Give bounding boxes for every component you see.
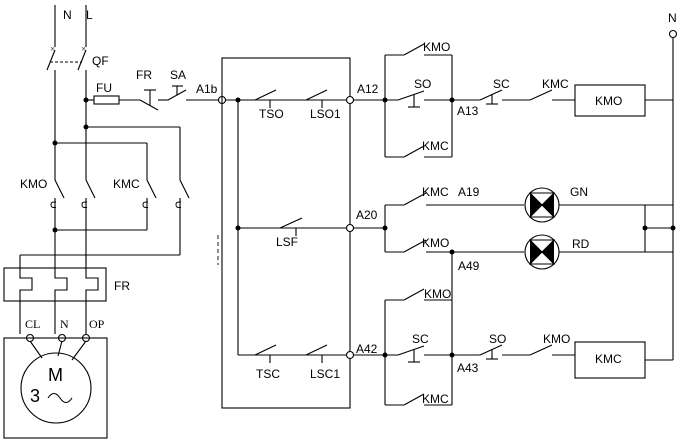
switch-lsf: LSF: [276, 235, 298, 249]
power-circuit: N L × × QF FU FR: [3, 5, 227, 439]
green-contact: KMC: [422, 185, 449, 199]
red-lamp-label: RD: [572, 237, 590, 251]
terminal-cl: CL: [25, 317, 40, 331]
svg-text:ᑕ: ᑕ: [175, 200, 182, 210]
green-lamp-label: GN: [570, 185, 588, 199]
kmc-main-contacts: KMC ᑕ ᑕ: [113, 175, 190, 255]
open-close-button: SC: [493, 77, 510, 91]
switch-tsc: TSC: [256, 367, 280, 381]
node-a1b: A1b: [196, 82, 218, 96]
kmc-coil-label: KMC: [595, 352, 622, 366]
thermal-relay-fr: FR: [3, 267, 130, 302]
fuse-icon: [93, 95, 120, 105]
motor-label: M: [48, 365, 63, 385]
open-hold-contact: KMO: [423, 40, 450, 54]
switch-tso: TSO: [259, 107, 284, 121]
supply-n-label: N: [63, 8, 72, 22]
node-a20: A20: [356, 208, 378, 222]
svg-text:ᑕ: ᑕ: [81, 200, 88, 210]
switch-lsc1: LSC1: [310, 367, 340, 381]
open-aux-contact: KMC: [422, 139, 449, 153]
stop-switch-sa: SA: [162, 68, 218, 101]
kmo-main-contacts: KMO ᑕ ᑕ: [20, 175, 96, 265]
node-a42: A42: [356, 342, 378, 356]
svg-text:×: ×: [81, 44, 86, 54]
red-contact: KMO: [422, 236, 449, 250]
breaker-qf: × × QF: [46, 44, 109, 100]
kmc-main-label: KMC: [113, 177, 140, 191]
close-hold-contact: KMC: [422, 392, 449, 406]
kmo-coil-label: KMO: [595, 94, 622, 108]
overload-contact-label: FR: [136, 68, 152, 82]
limit-switch-box: TSO LSO1 LSF TSC LSC1: [217, 57, 355, 409]
motor-icon: [20, 352, 92, 424]
green-lamp-icon: [524, 187, 560, 223]
fuse-label: FU: [96, 81, 112, 95]
control-circuit: A12 A20 A42 KMO SO A13 SC KMC KMO: [354, 11, 678, 406]
close-button: SC: [412, 332, 429, 346]
overload-contact: FR: [136, 68, 162, 111]
thermal-relay-label: FR: [114, 279, 130, 293]
ac-wave-icon: [47, 392, 73, 404]
close-aux-contact: KMO: [424, 287, 451, 301]
node-a19: A19: [458, 185, 480, 199]
right-neutral-label: N: [668, 11, 677, 25]
switch-lso1: LSO1: [310, 107, 341, 121]
red-lamp-icon: [524, 234, 560, 270]
supply-l-label: L: [86, 8, 93, 22]
open-interlock: KMC: [542, 77, 569, 91]
breaker-label: QF: [92, 54, 109, 68]
motor: CL N OP M 3: [3, 317, 108, 439]
node-a43: A43: [457, 361, 479, 375]
motor-phase: 3: [30, 386, 40, 406]
node-a13: A13: [457, 104, 479, 118]
node-a12: A12: [357, 82, 379, 96]
svg-text:ᑕ: ᑕ: [142, 200, 149, 210]
close-interlock: KMO: [543, 332, 570, 346]
terminal-op: OP: [89, 317, 105, 331]
terminal-n: N: [60, 317, 69, 331]
close-open-button: SO: [489, 332, 506, 346]
kmo-main-label: KMO: [20, 177, 47, 191]
svg-text:×: ×: [50, 44, 55, 54]
svg-text:ᑕ: ᑕ: [50, 200, 57, 210]
open-button: SO: [414, 77, 431, 91]
node-a49: A49: [458, 259, 480, 273]
stop-switch-label: SA: [170, 68, 186, 82]
